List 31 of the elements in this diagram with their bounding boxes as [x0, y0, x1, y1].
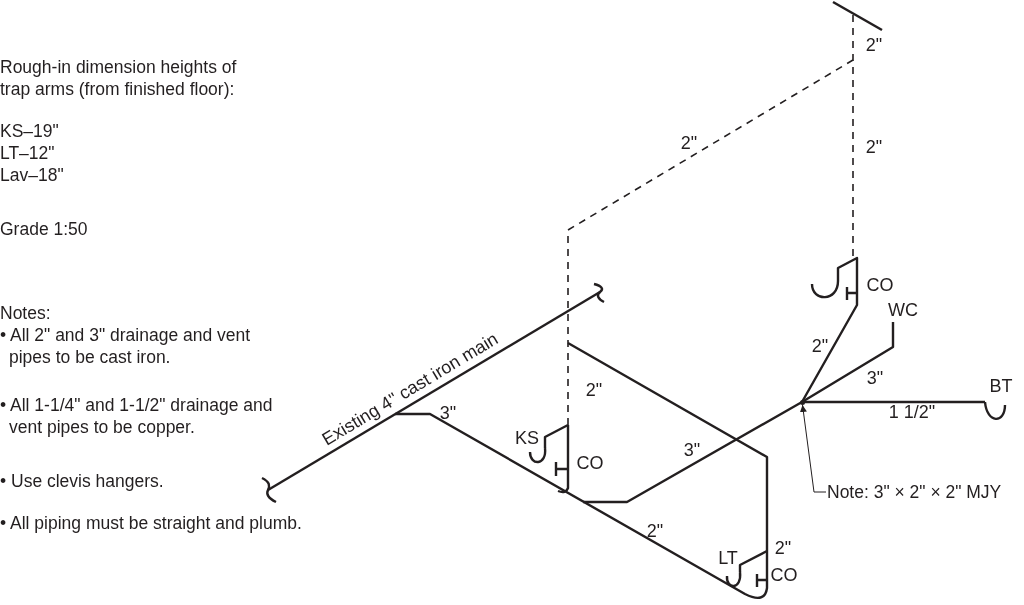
note-text: Note: 3" × 2" × 2" MJY: [826, 482, 1003, 502]
note-text: KS–19": [0, 120, 59, 142]
note-text: • All 2" and 3" drainage and vent pipes to be cast iron.: [0, 324, 252, 368]
note-text: • Use clevis hangers.: [0, 470, 164, 492]
diagram-label: 2": [585, 381, 603, 399]
diagram-label: KS: [515, 429, 539, 447]
diagram-label: 1 1/2": [888, 403, 936, 421]
note-text: Notes:: [0, 302, 51, 324]
note-text: • All piping must be straight and plumb.: [0, 512, 302, 534]
diagram-label: 3": [683, 441, 701, 459]
note-text: LT–12": [0, 142, 55, 164]
diagram-label: CO: [576, 454, 604, 472]
diagram-label: 3": [866, 369, 884, 387]
diagram-label: 2": [646, 522, 664, 540]
note-text: • All 1-1/4" and 1-1/2" drainage and vent pipes to be copper.: [0, 394, 274, 438]
diagram-label: CO: [770, 566, 798, 584]
diagram-label: 2": [811, 337, 829, 355]
note-text: Lav–18": [0, 164, 64, 186]
diagram-label: BT: [989, 377, 1013, 395]
diagram-label: CO: [866, 276, 894, 294]
diagram-label: 3": [439, 404, 457, 422]
diagram-label: 2": [865, 36, 883, 54]
diagram-label: 2": [865, 138, 883, 156]
diagram-label: 2": [680, 134, 698, 152]
note-text: Rough-in dimension heights of trap arms (from finished floor):: [0, 56, 238, 100]
pipe-junction: [800, 400, 805, 405]
diagram-label: LT: [718, 549, 738, 567]
diagram-label: 2": [774, 539, 792, 557]
leader-line: [799, 404, 827, 493]
note-text: Grade 1:50: [0, 218, 88, 240]
diagram-label: WC: [888, 301, 918, 319]
